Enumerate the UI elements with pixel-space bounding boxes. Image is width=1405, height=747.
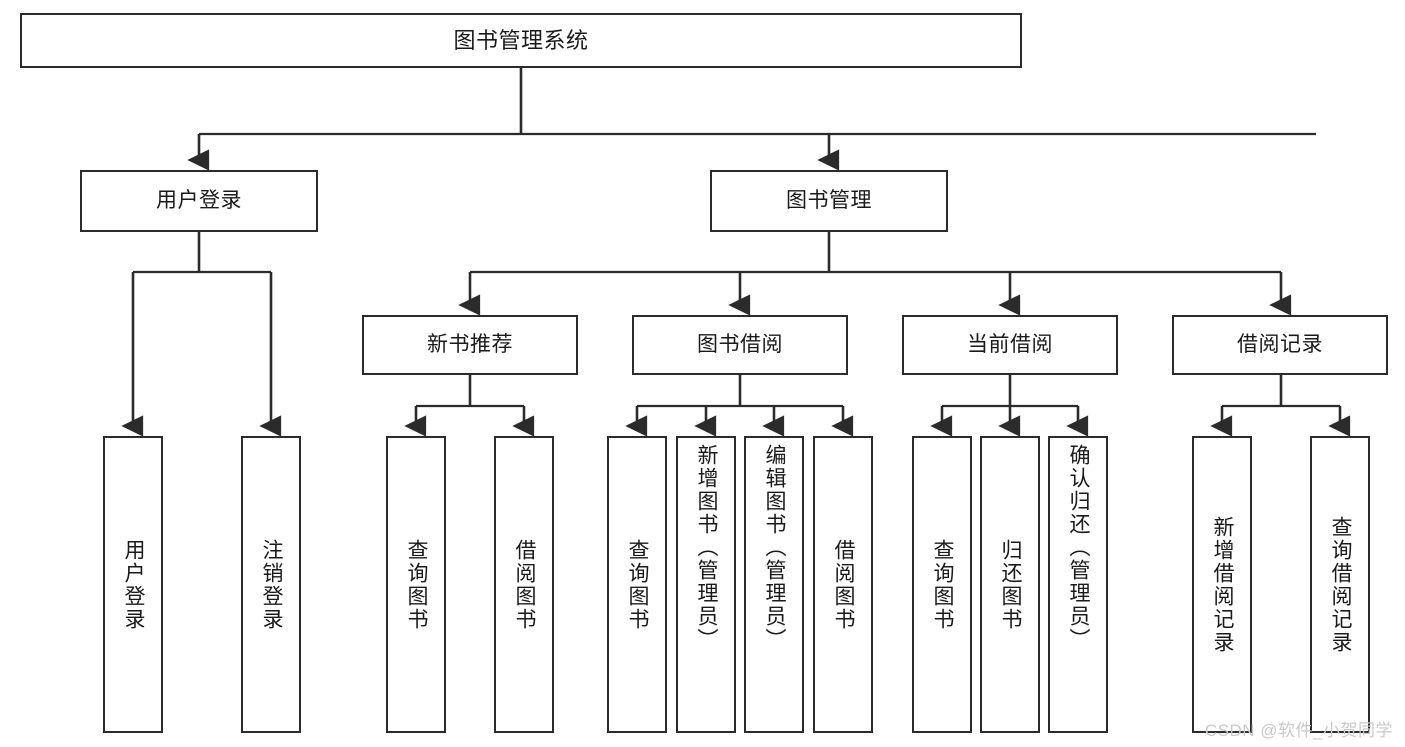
node-current-borrow-label: 当前借阅 [967,332,1053,356]
leaf-query-book-current[interactable]: 查询图书 [912,436,972,733]
leaf-logout-login[interactable]: 注销登录 [241,436,301,733]
leaf-query-book-current-label: 查询图书 [931,538,955,631]
node-new-book-recommend[interactable]: 新书推荐 [362,315,578,375]
leaf-query-book-recommend[interactable]: 查询图书 [386,436,446,733]
leaf-query-book-borrow[interactable]: 查询图书 [607,436,667,733]
leaf-borrow-book-recommend-label: 借阅图书 [513,538,537,631]
leaf-return-book[interactable]: 归还图书 [980,436,1040,733]
node-book-management-label: 图书管理 [786,188,872,212]
leaf-return-book-label: 归还图书 [999,538,1023,631]
node-book-management[interactable]: 图书管理 [710,170,948,232]
node-borrow-record-label: 借阅记录 [1237,332,1323,356]
leaf-edit-book-admin[interactable]: 编辑图书（管理员） [744,436,804,733]
leaf-add-book-admin[interactable]: 新增图书（管理员） [676,436,736,733]
leaf-query-borrow-record-label: 查询借阅记录 [1329,515,1353,654]
leaf-query-book-borrow-label: 查询图书 [626,538,650,631]
leaf-add-book-admin-label: 新增图书（管理员） [695,444,719,651]
node-user-login[interactable]: 用户登录 [80,170,318,232]
leaf-borrow-book-borrow-label: 借阅图书 [832,538,856,631]
node-root-label: 图书管理系统 [453,27,589,53]
leaf-add-borrow-record[interactable]: 新增借阅记录 [1192,436,1252,733]
node-book-borrow[interactable]: 图书借阅 [632,315,848,375]
node-borrow-record[interactable]: 借阅记录 [1172,315,1388,375]
node-new-book-recommend-label: 新书推荐 [427,332,513,356]
leaf-user-login[interactable]: 用户登录 [103,436,163,733]
node-current-borrow[interactable]: 当前借阅 [902,315,1118,375]
leaf-query-borrow-record[interactable]: 查询借阅记录 [1310,436,1370,733]
leaf-query-book-recommend-label: 查询图书 [405,538,429,631]
node-user-login-label: 用户登录 [156,188,242,212]
leaf-confirm-return-admin-label: 确认归还（管理员） [1067,444,1091,651]
leaf-confirm-return-admin[interactable]: 确认归还（管理员） [1048,436,1108,733]
node-book-borrow-label: 图书借阅 [697,332,783,356]
leaf-logout-login-label: 注销登录 [260,538,284,631]
csdn-watermark: CSDN @软件_小贺同学 [1204,721,1393,740]
leaf-edit-book-admin-label: 编辑图书（管理员） [763,444,787,651]
leaf-borrow-book-recommend[interactable]: 借阅图书 [494,436,554,733]
leaf-user-login-label: 用户登录 [122,538,146,631]
leaf-borrow-book-borrow[interactable]: 借阅图书 [813,436,873,733]
leaf-add-borrow-record-label: 新增借阅记录 [1211,515,1235,654]
node-root-book-management-system[interactable]: 图书管理系统 [20,13,1022,68]
